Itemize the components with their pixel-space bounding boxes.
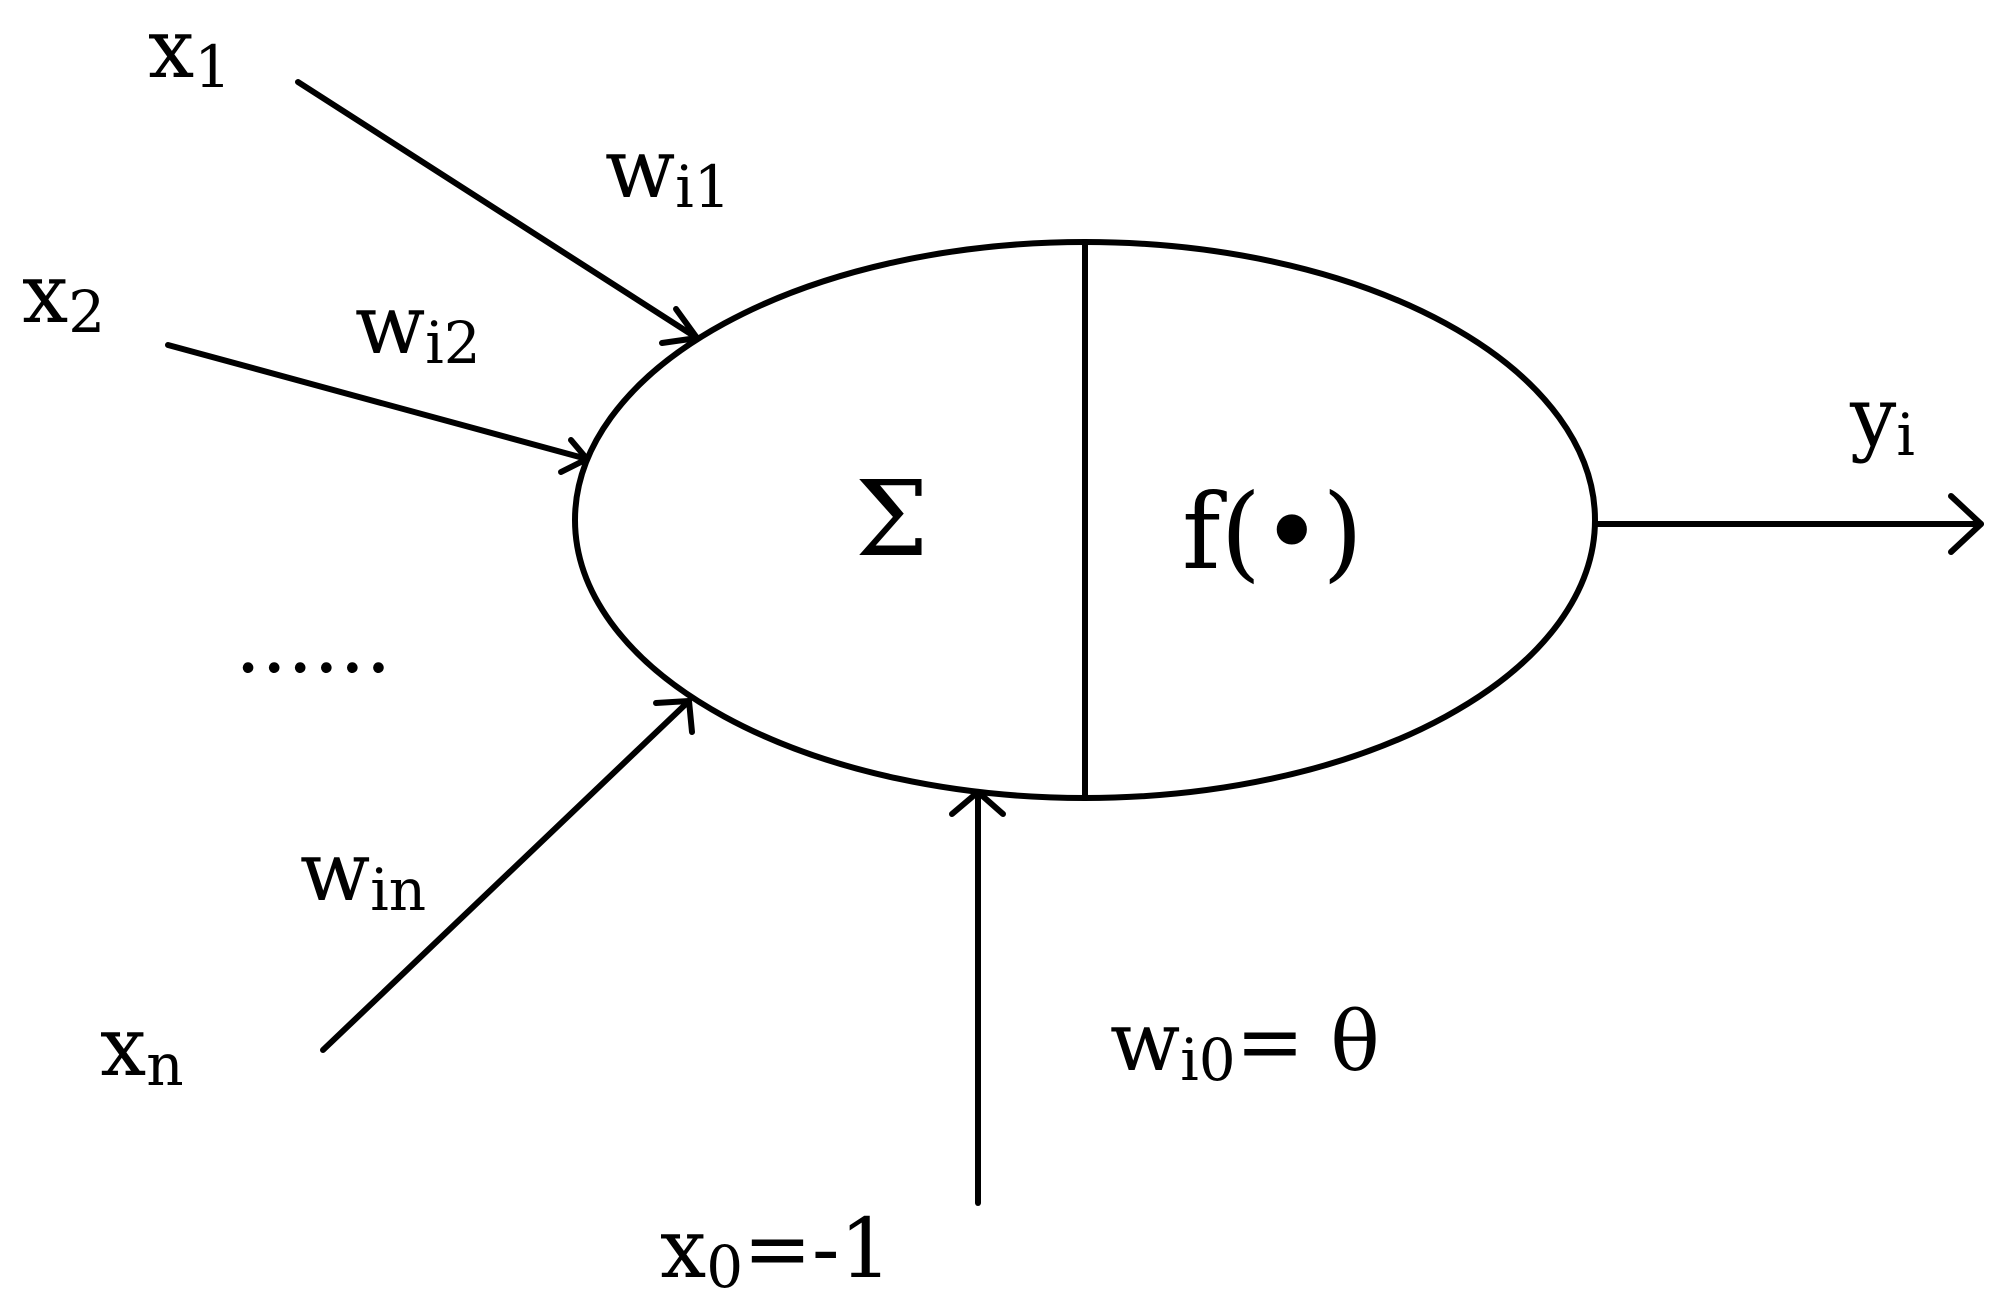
summation-symbol: Σ	[855, 458, 929, 580]
input-arrow-x2	[165, 342, 590, 475]
bias-input-label-x0: x0=-1	[660, 1202, 892, 1301]
weight-label-win: win	[300, 825, 426, 924]
input-label-x2: x2	[22, 247, 105, 346]
input-arrow-xn	[320, 698, 695, 1053]
weight-label-wi2: wi2	[355, 278, 481, 377]
input-arrow-x1	[295, 79, 700, 346]
weight-label-wi1: wi1	[605, 122, 731, 221]
output-label-yi: yi	[1849, 370, 1915, 469]
input-label-xn: xn	[100, 1000, 184, 1099]
input-arrow-x0	[949, 789, 1006, 1206]
bias-weight-label-wi0: wi0= θ	[1110, 995, 1380, 1094]
ellipsis-more-inputs: ......	[235, 597, 391, 692]
input-label-x1: x1	[148, 2, 231, 101]
activation-function-label: f(•)	[1182, 471, 1363, 593]
output-arrow	[1592, 493, 1984, 555]
